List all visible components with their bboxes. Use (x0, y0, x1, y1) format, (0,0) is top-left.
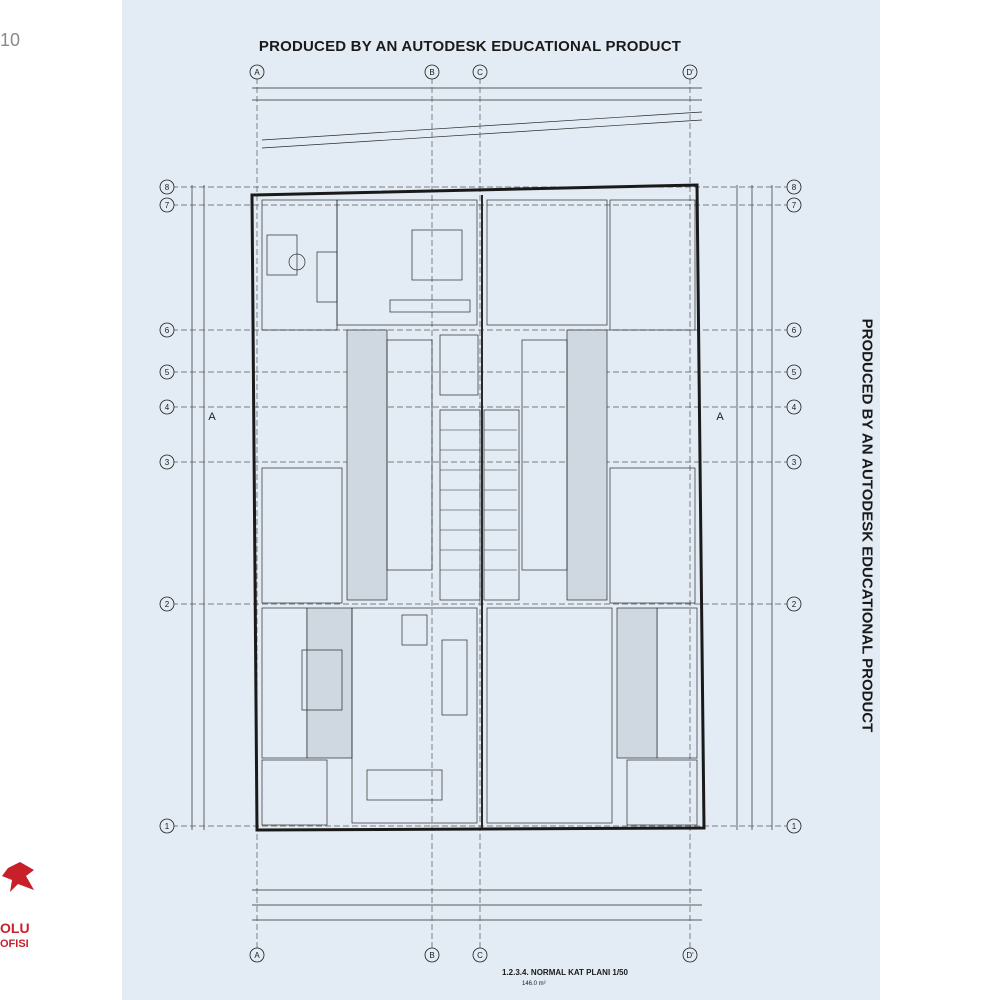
grid-label: 2 (165, 600, 170, 609)
grid-label: 3 (165, 458, 170, 467)
grid-label: 7 (792, 201, 797, 210)
grid-label: 5 (792, 368, 797, 377)
grid-label: 4 (165, 403, 170, 412)
section-mark: A (208, 411, 216, 423)
grid-label: C (477, 68, 483, 77)
floor-plan-drawing: A B C D' A B C D' 8 7 6 5 4 3 2 1 8 7 6 … (159, 64, 802, 963)
company-logo (0, 860, 40, 970)
grid-label: 1 (165, 822, 170, 831)
logo-text: OLU OFISI (0, 920, 30, 952)
grid-label: 6 (165, 326, 170, 335)
grid-label: B (429, 951, 434, 960)
watermark-side: PRODUCED BY AN AUTODESK EDUCATIONAL PROD… (842, 300, 876, 760)
grid-label: 3 (792, 458, 797, 467)
grid-label: 1 (792, 822, 797, 831)
logo-line-1: OLU (0, 920, 30, 936)
watermark-side-text: PRODUCED BY AN AUTODESK EDUCATIONAL PROD… (858, 318, 876, 733)
drawing-sheet: A B C D' A B C D' 8 7 6 5 4 3 2 1 8 7 6 … (122, 0, 880, 1000)
logo-emblem-icon (2, 862, 34, 892)
grid-label: 5 (165, 368, 170, 377)
page-number: 10 (0, 30, 21, 50)
watermark-top: PRODUCED BY AN AUTODESK EDUCATIONAL PROD… (258, 38, 682, 55)
plan-title: 1.2.3.4. NORMAL KAT PLANI 1/50 (502, 968, 628, 977)
grid-label: 7 (165, 201, 170, 210)
grid-label: C (477, 951, 483, 960)
logo-line-2: OFISI (0, 938, 29, 950)
grid-label: A (254, 951, 260, 960)
grid-label: B (429, 68, 434, 77)
grid-label: D' (686, 68, 694, 77)
section-mark: A (716, 411, 724, 423)
grid-label: D' (686, 951, 694, 960)
grid-label: 4 (792, 403, 797, 412)
grid-label: 8 (165, 183, 170, 192)
grid-label: 2 (792, 600, 797, 609)
plan-subtitle: 146.0 m² (522, 981, 546, 987)
grid-label: A (254, 68, 260, 77)
grid-label: 8 (792, 183, 797, 192)
grid-label: 6 (792, 326, 797, 335)
